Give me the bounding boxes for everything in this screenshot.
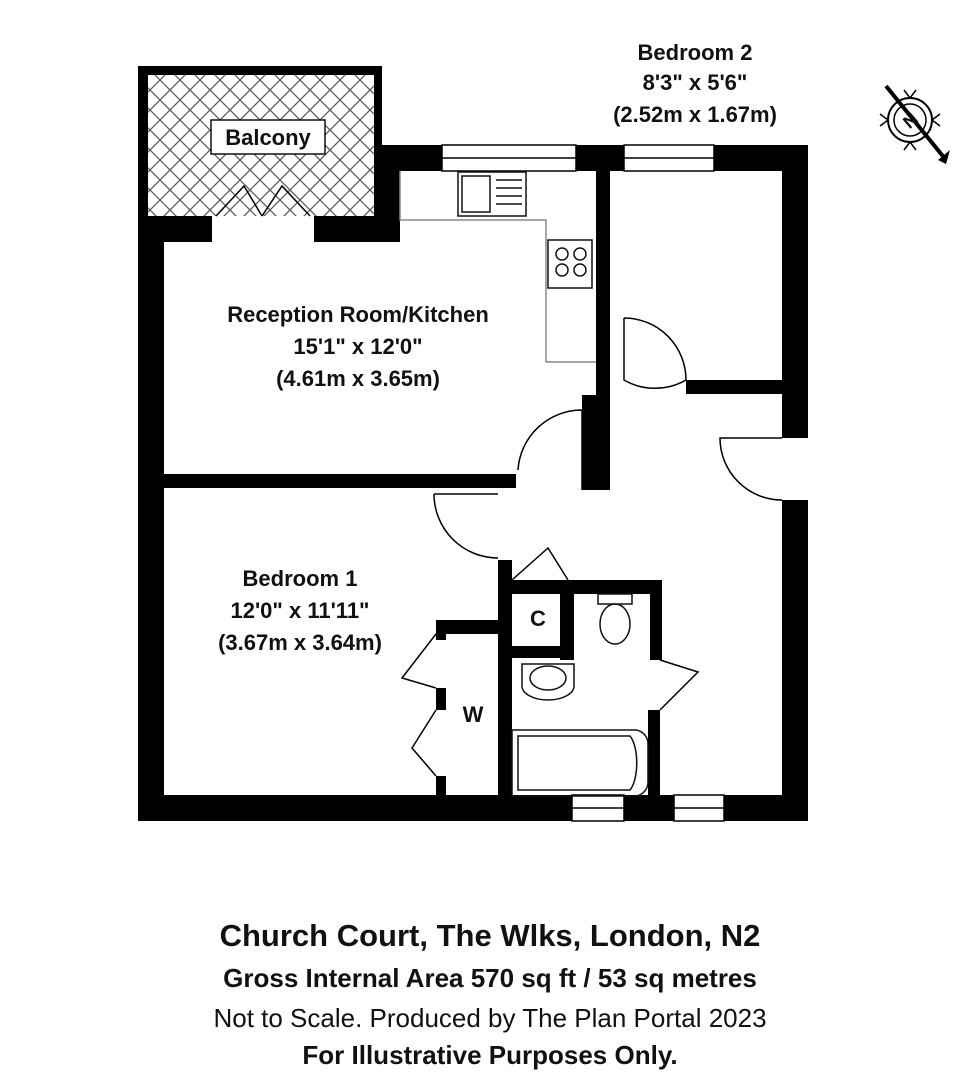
property-address: Church Court, The Wlks, London, N2 [219,918,761,953]
compass-north-icon: N [879,84,950,164]
illustrative-note: For Illustrative Purposes Only. [302,1040,678,1070]
reception-name: Reception Room/Kitchen [227,302,489,327]
scale-note: Not to Scale. Produced by The Plan Porta… [213,1003,767,1033]
floor-plan: N Balcony Bedroom 2 8'3" x 5'6" (2.52m x… [138,40,950,822]
walls [138,145,808,821]
kitchen-fittings [399,171,596,363]
gross-internal-area: Gross Internal Area 570 sq ft / 53 sq me… [223,963,757,993]
balcony-label: Balcony [225,125,311,150]
cupboard-label: C [530,606,546,631]
bedroom1-metric: (3.67m x 3.64m) [218,630,382,655]
windows [441,144,725,822]
bedroom2-metric: (2.52m x 1.67m) [613,102,777,127]
bathroom-fittings [511,593,649,797]
balcony [138,66,382,242]
bedroom2-name: Bedroom 2 [638,40,753,65]
reception-metric: (4.61m x 3.65m) [276,366,440,391]
bedroom1-name: Bedroom 1 [243,566,358,591]
doors [400,317,783,777]
wardrobe-label: W [463,702,484,727]
bedroom2-imperial: 8'3" x 5'6" [643,70,748,95]
reception-imperial: 15'1" x 12'0" [293,334,422,359]
bedroom1-imperial: 12'0" x 11'11" [230,598,369,623]
